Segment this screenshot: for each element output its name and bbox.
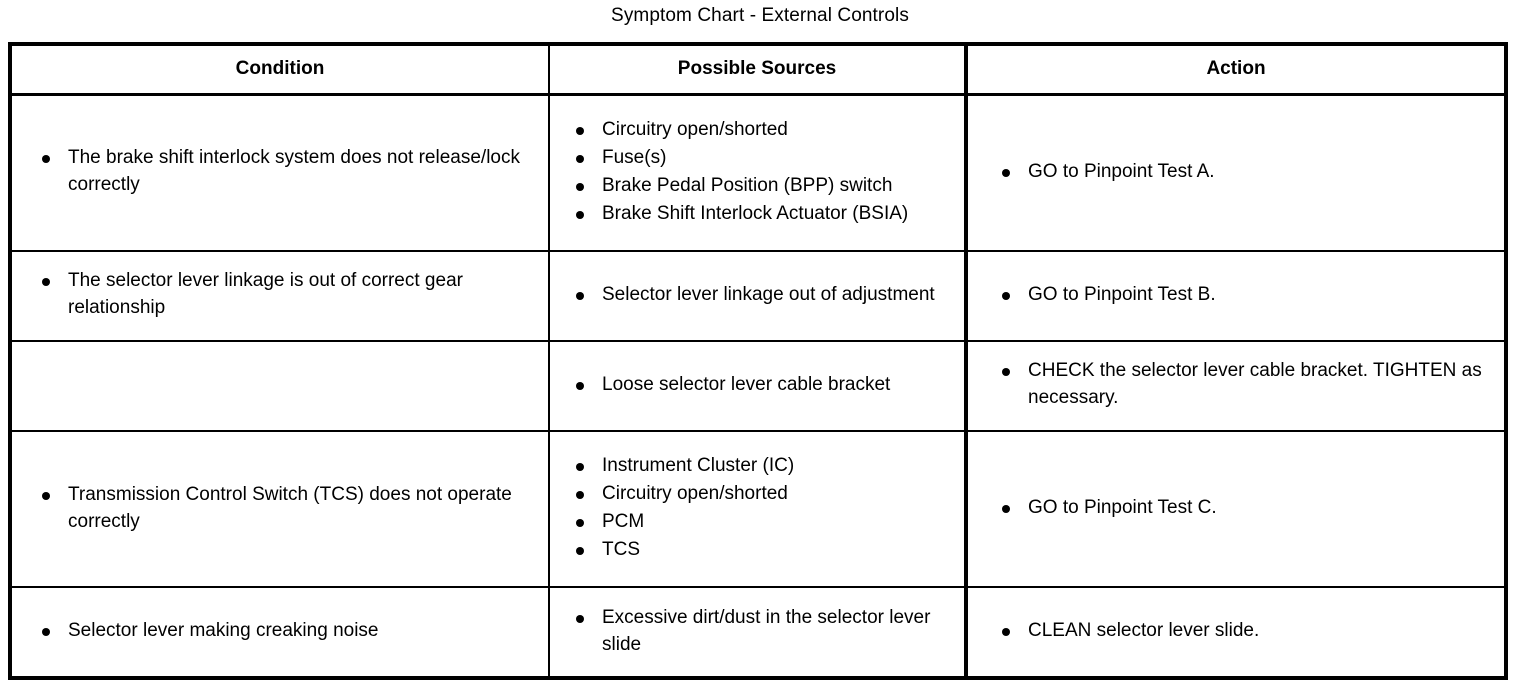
list-item: GO to Pinpoint Test C. xyxy=(990,495,1492,522)
table-row: Loose selector lever cable bracket CHECK… xyxy=(12,339,1504,431)
action-bullet-list: CHECK the selector lever cable bracket. … xyxy=(990,358,1492,412)
column-header-possible-sources: Possible Sources xyxy=(548,46,968,96)
table-row: The selector lever linkage is out of cor… xyxy=(12,250,1504,341)
table-header: Condition Possible Sources Action xyxy=(12,46,1504,96)
list-item: Brake Shift Interlock Actuator (BSIA) xyxy=(564,201,954,228)
list-item: Selector lever linkage out of adjustment xyxy=(564,282,954,309)
cell-condition: Transmission Control Switch (TCS) does n… xyxy=(12,429,549,588)
list-item: Transmission Control Switch (TCS) does n… xyxy=(30,482,536,536)
symptom-chart-table: Condition Possible Sources Action The br… xyxy=(12,46,1504,676)
action-bullet-list: GO to Pinpoint Test A. xyxy=(990,159,1492,186)
action-bullet-list: GO to Pinpoint Test C. xyxy=(990,495,1492,522)
sources-bullet-list: Instrument Cluster (IC) Circuitry open/s… xyxy=(564,453,954,564)
cell-condition: The selector lever linkage is out of cor… xyxy=(12,250,549,341)
condition-bullet-list: The selector lever linkage is out of cor… xyxy=(30,268,536,322)
table-row: The brake shift interlock system does no… xyxy=(12,94,1504,252)
cell-possible-sources: Circuitry open/shorted Fuse(s) Brake Ped… xyxy=(548,94,968,252)
table-row: Selector lever making creaking noise Exc… xyxy=(12,586,1504,676)
condition-bullet-list: Selector lever making creaking noise xyxy=(30,618,536,645)
list-item: CHECK the selector lever cable bracket. … xyxy=(990,358,1492,412)
list-item: PCM xyxy=(564,509,954,536)
cell-action: CLEAN selector lever slide. xyxy=(966,586,1504,676)
cell-possible-sources: Loose selector lever cable bracket xyxy=(548,339,968,431)
cell-possible-sources: Selector lever linkage out of adjustment xyxy=(548,250,968,341)
list-item: Excessive dirt/dust in the selector leve… xyxy=(564,605,954,659)
column-header-action: Action xyxy=(966,46,1504,96)
column-header-condition: Condition xyxy=(12,46,549,96)
cell-action: GO to Pinpoint Test B. xyxy=(966,250,1504,341)
list-item: Circuitry open/shorted xyxy=(564,117,954,144)
list-item: GO to Pinpoint Test B. xyxy=(990,282,1492,309)
sources-bullet-list: Circuitry open/shorted Fuse(s) Brake Ped… xyxy=(564,117,954,228)
action-bullet-list: CLEAN selector lever slide. xyxy=(990,618,1492,645)
list-item: TCS xyxy=(564,537,954,564)
cell-action: GO to Pinpoint Test A. xyxy=(966,94,1504,251)
list-item: Fuse(s) xyxy=(564,145,954,172)
cell-condition: The brake shift interlock system does no… xyxy=(12,94,549,251)
header-row: Condition Possible Sources Action xyxy=(12,46,1504,96)
cell-action: GO to Pinpoint Test C. xyxy=(966,429,1504,588)
action-bullet-list: GO to Pinpoint Test B. xyxy=(990,282,1492,309)
cell-condition-empty xyxy=(12,339,549,431)
list-item: Brake Pedal Position (BPP) switch xyxy=(564,173,954,200)
list-item: Instrument Cluster (IC) xyxy=(564,453,954,480)
list-item: The brake shift interlock system does no… xyxy=(30,145,536,199)
condition-bullet-list: The brake shift interlock system does no… xyxy=(30,145,536,199)
cell-possible-sources: Excessive dirt/dust in the selector leve… xyxy=(548,586,968,676)
sources-bullet-list: Loose selector lever cable bracket xyxy=(564,372,954,399)
sources-bullet-list: Selector lever linkage out of adjustment xyxy=(564,282,954,309)
symptom-chart-table-container: Condition Possible Sources Action The br… xyxy=(8,42,1508,680)
sources-bullet-list: Excessive dirt/dust in the selector leve… xyxy=(564,605,954,659)
table-body: The brake shift interlock system does no… xyxy=(12,94,1504,676)
page-title: Symptom Chart - External Controls xyxy=(611,5,909,26)
table-row: Transmission Control Switch (TCS) does n… xyxy=(12,429,1504,588)
list-item: CLEAN selector lever slide. xyxy=(990,618,1492,645)
cell-possible-sources: Instrument Cluster (IC) Circuitry open/s… xyxy=(548,429,968,588)
list-item: Selector lever making creaking noise xyxy=(30,618,536,645)
condition-bullet-list: Transmission Control Switch (TCS) does n… xyxy=(30,482,536,536)
cell-condition: Selector lever making creaking noise xyxy=(12,586,549,676)
cell-action: CHECK the selector lever cable bracket. … xyxy=(966,339,1504,431)
list-item: Circuitry open/shorted xyxy=(564,481,954,508)
list-item: GO to Pinpoint Test A. xyxy=(990,159,1492,186)
list-item: The selector lever linkage is out of cor… xyxy=(30,268,536,322)
list-item: Loose selector lever cable bracket xyxy=(564,372,954,399)
